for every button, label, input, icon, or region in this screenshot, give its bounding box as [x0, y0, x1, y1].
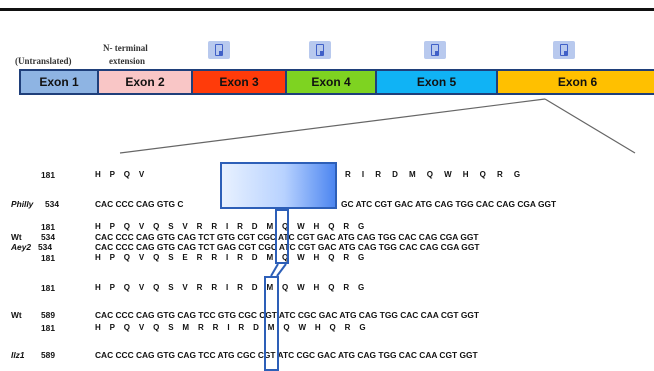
- dna-sequence: CAC CCC CAG GTG CAG TCC GTG CGC CGT ATC …: [95, 310, 479, 320]
- row-number: 181: [41, 222, 55, 232]
- row-number: 534: [41, 232, 55, 242]
- exon-bar: Exon 1 Exon 2 Exon 3 Exon 4 Exon 5 Exon …: [19, 69, 654, 95]
- row-number: 181: [41, 323, 55, 333]
- gene-icon: [553, 41, 575, 59]
- aa-row: H P Q V: [95, 170, 145, 179]
- dna-sequence: CAC CCC CAG GTG CAG TCC ATG CGC CGT ATC …: [95, 350, 478, 360]
- highlight-box: [264, 276, 279, 371]
- highlight-box: [275, 209, 289, 264]
- aa-row: H P Q V Q S V R R I R D M Q W H Q R G: [95, 283, 365, 292]
- overlay-popup-box: [220, 162, 337, 209]
- exon-5: Exon 5: [375, 69, 498, 95]
- row-number: 589: [41, 310, 55, 320]
- aa-row: H P Q V Q S E R R I R D M Q W H Q R G: [95, 253, 365, 262]
- untranslated-label: (Untranslated): [15, 56, 72, 66]
- dna-sequence-right: GC ATC CGT GAC ATG CAG TGG CAC CAG CGA G…: [341, 199, 557, 209]
- row-number: 534: [38, 242, 52, 252]
- row-number: 534: [45, 199, 59, 209]
- gene-icon: [208, 41, 230, 59]
- dna-sequence-left: CAC CCC CAG GTG C: [95, 199, 184, 209]
- row-number: 181: [41, 170, 55, 180]
- aa-row: H P Q V Q S M R R I R D M Q W H Q R G: [95, 323, 366, 332]
- gene-icon: [424, 41, 446, 59]
- row-number: 589: [41, 350, 55, 360]
- aa-row: R I R D M Q W H Q R G: [345, 170, 521, 179]
- gene-icon: [309, 41, 331, 59]
- exon-4: Exon 4: [285, 69, 377, 95]
- row-label-philly: Philly: [11, 199, 34, 209]
- aa-row: H P Q V Q S V R R I R D M Q W H Q R G: [95, 222, 365, 231]
- exon-2: Exon 2: [97, 69, 193, 95]
- exon-6: Exon 6: [496, 69, 654, 95]
- row-label-wt: Wt: [11, 232, 22, 242]
- extension-label: extension: [109, 56, 145, 66]
- row-number: 181: [41, 283, 55, 293]
- row-number: 181: [41, 253, 55, 263]
- n-terminal-label: N- terminal: [103, 43, 148, 53]
- row-label-ilz1: Ilz1: [11, 350, 25, 360]
- row-label-wt: Wt: [11, 310, 22, 320]
- row-label-aey2: Aey2: [11, 242, 32, 252]
- top-rule: [0, 8, 654, 11]
- dna-sequence: CAC CCC CAG GTG CAG TCT GTG CGT CGC ATC …: [95, 232, 479, 242]
